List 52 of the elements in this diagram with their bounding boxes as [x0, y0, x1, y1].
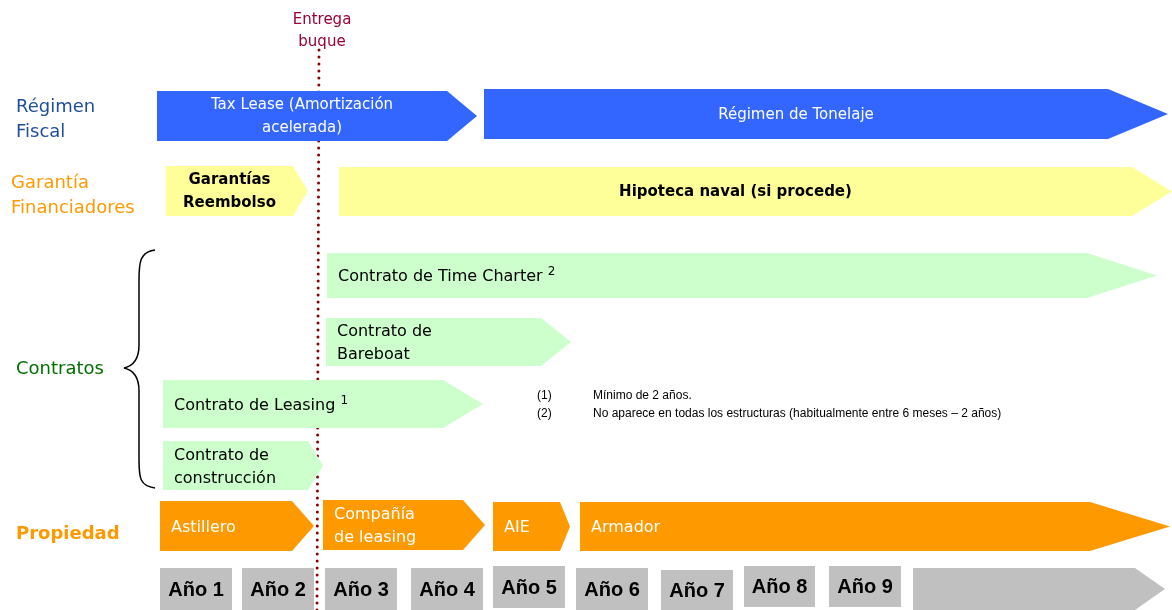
band-label: Tax Lease (Amortización acelerada)	[209, 94, 395, 138]
row-label: Régimen Fiscal	[16, 94, 97, 143]
year-box	[744, 566, 815, 607]
year-box	[160, 568, 232, 610]
year-box	[242, 568, 314, 610]
contract-band	[327, 253, 1157, 298]
footnote-number: (1)	[537, 387, 553, 404]
band-label: Año 1	[168, 577, 224, 601]
band-label: Régimen de Tonelaje	[718, 103, 874, 125]
band-label: Año 6	[584, 577, 640, 601]
contract-band	[163, 441, 323, 490]
guarantee-band	[339, 167, 1172, 216]
tax-regime-band	[484, 89, 1168, 139]
band-label: Año 4	[419, 577, 475, 601]
band-label: Año 3	[333, 577, 389, 601]
row-label: Contratos	[16, 356, 105, 380]
footnote-text: No aparece en todas los estructuras (habitualmente entre 6 meses – 2 años)	[593, 405, 1003, 422]
ownership-band	[580, 502, 1170, 551]
year-box	[576, 568, 648, 610]
band-label: Hipoteca naval (si procede)	[619, 181, 852, 202]
ownership-band	[323, 500, 485, 550]
row-label: Garantía Financiadores	[11, 170, 136, 219]
year-box	[325, 568, 397, 610]
band-label: Contrato de Leasing $^{1}$	[174, 392, 349, 416]
band-label: Contrato de construcción	[174, 443, 278, 489]
year-box	[493, 566, 565, 608]
ownership-band	[160, 501, 314, 551]
footnote-number: (2)	[537, 405, 553, 422]
band-label: Año 5	[501, 575, 557, 599]
band-label: Armador	[591, 516, 661, 538]
band-label: Compañía de leasing	[334, 503, 418, 548]
band-label: Año 2	[250, 577, 306, 601]
footnote-text: Mínimo de 2 años.	[593, 387, 693, 404]
band-label: Garantías Reembolso	[182, 169, 277, 213]
row-label: Propiedad	[16, 521, 121, 545]
band-label: Contrato de Time Charter $^{2}$	[338, 264, 556, 287]
delivery-label: Entrega buque	[291, 9, 353, 52]
band-label: Año 7	[669, 578, 725, 602]
year-box	[661, 570, 733, 610]
band-label: Astillero	[171, 515, 236, 538]
year-box	[829, 566, 901, 607]
contract-band	[163, 380, 483, 428]
guarantee-band	[166, 166, 308, 216]
band-label: Contrato de Bareboat	[337, 320, 433, 365]
year-box	[411, 568, 483, 610]
timeline-band	[913, 568, 1165, 610]
contract-band	[326, 318, 571, 366]
band-label: Año 9	[837, 575, 893, 598]
tax-regime-band	[157, 91, 477, 141]
band-label: Año 8	[751, 575, 808, 598]
ownership-band	[493, 502, 570, 551]
band-label: AIE	[504, 516, 530, 538]
